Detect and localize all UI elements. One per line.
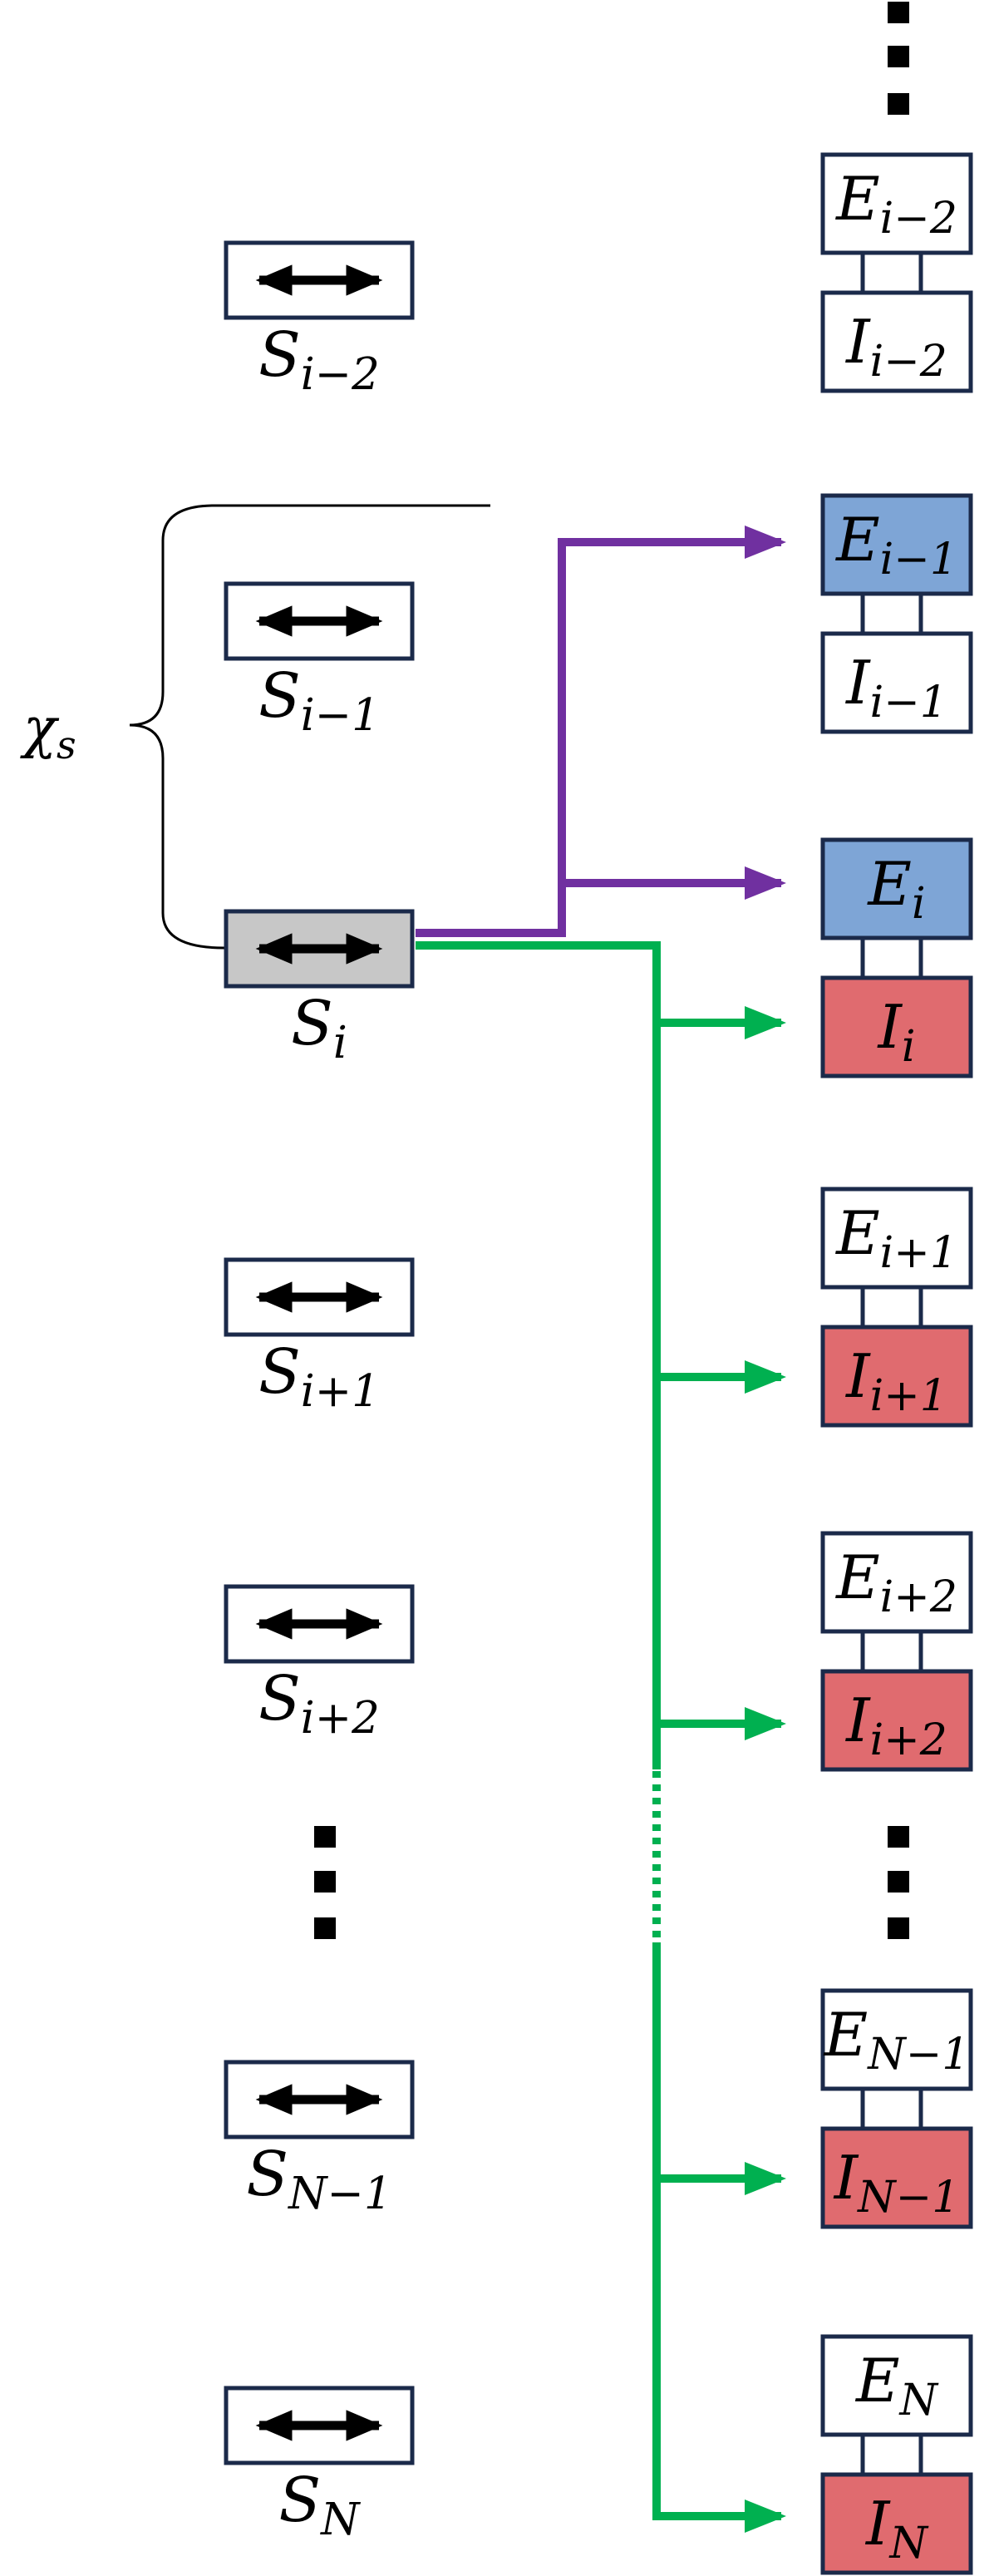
- e-label: Ei−1: [834, 505, 957, 585]
- switch-i-plus-1: Si+1: [224, 1257, 415, 1417]
- e-label: EN−1: [823, 2000, 970, 2080]
- switch-i-plus-2: Si+2: [224, 1584, 415, 1744]
- i-label: Ii: [876, 992, 915, 1072]
- switch-n: SN: [224, 2386, 415, 2545]
- switch-n-minus-1: SN−1: [224, 2060, 415, 2219]
- chi-s-label: χs: [20, 696, 76, 767]
- switch-label: Si+2: [258, 1663, 380, 1744]
- e-box-i-minus-1: [820, 493, 973, 596]
- unit-i-plus-1: Ei+1Ii+1: [820, 1187, 973, 1428]
- switch-label: Si+1: [258, 1336, 380, 1417]
- i-box-i: [820, 975, 973, 1078]
- i-label: Ii+2: [844, 1685, 947, 1765]
- green-connections: [416, 941, 786, 2533]
- e-label: Ei: [866, 849, 925, 929]
- i-box-i-minus-2: [820, 290, 973, 393]
- e-box-i-plus-2: [820, 1531, 973, 1634]
- e-label: Ei+2: [834, 1542, 957, 1622]
- e-label: EN: [854, 2346, 939, 2425]
- i-label: IN−1: [833, 2143, 960, 2223]
- unit-n-minus-1: EN−1IN−1: [820, 1988, 973, 2229]
- unit-i-plus-2: Ei+2Ii+2: [820, 1531, 973, 1772]
- purple-connections: [416, 526, 786, 937]
- green-arrow-to-i-n: [652, 1942, 786, 2533]
- switch-label: SN−1: [246, 2139, 391, 2219]
- e-label: Ei−2: [834, 164, 957, 244]
- i-box-i-minus-1: [820, 631, 973, 734]
- unit-column: Ei−2Ii−2Ei−1Ii−1EiIiEi+1Ii+1Ei+2Ii+2EN−1…: [820, 152, 973, 2575]
- top-ellipsis: [888, 2, 909, 115]
- switch-label: SN: [278, 2465, 361, 2545]
- e-box-i-plus-1: [820, 1187, 973, 1290]
- switch-i: Si: [224, 909, 415, 1068]
- e-box-n: [820, 2334, 973, 2437]
- unit-i-minus-1: Ei−1Ii−1: [820, 493, 973, 734]
- green-trunk-upper: [416, 941, 661, 1769]
- switch-label: Si−1: [258, 660, 380, 741]
- switch-label: Si: [291, 988, 347, 1068]
- i-box-n-minus-1: [820, 2126, 973, 2229]
- i-label: Ii+1: [844, 1341, 947, 1421]
- switch-column-ellipsis: [314, 1826, 336, 1939]
- switch-label: Si−2: [258, 319, 380, 400]
- i-label: Ii−2: [844, 307, 947, 387]
- i-label: IN: [864, 2489, 928, 2569]
- unit-n: EN IN: [820, 2334, 973, 2575]
- chi-s-brace: χs: [20, 504, 490, 950]
- e-box-i: [820, 837, 973, 940]
- i-box-i-plus-2: [820, 1669, 973, 1772]
- i-label: Ii−1: [844, 648, 947, 728]
- e-box-i-minus-2: [820, 152, 973, 255]
- i-box-i-plus-1: [820, 1325, 973, 1428]
- purple-arrow-to-e-i-minus-1: [416, 526, 786, 937]
- unit-column-ellipsis: [888, 1826, 909, 1939]
- e-box-n-minus-1: [820, 1988, 973, 2091]
- switch-i-minus-2: Si−2: [224, 240, 415, 400]
- switch-i-minus-1: Si−1: [224, 581, 415, 741]
- i-box-n: [820, 2472, 973, 2575]
- e-label: Ei+1: [834, 1198, 957, 1278]
- unit-i-minus-2: Ei−2Ii−2: [820, 152, 973, 393]
